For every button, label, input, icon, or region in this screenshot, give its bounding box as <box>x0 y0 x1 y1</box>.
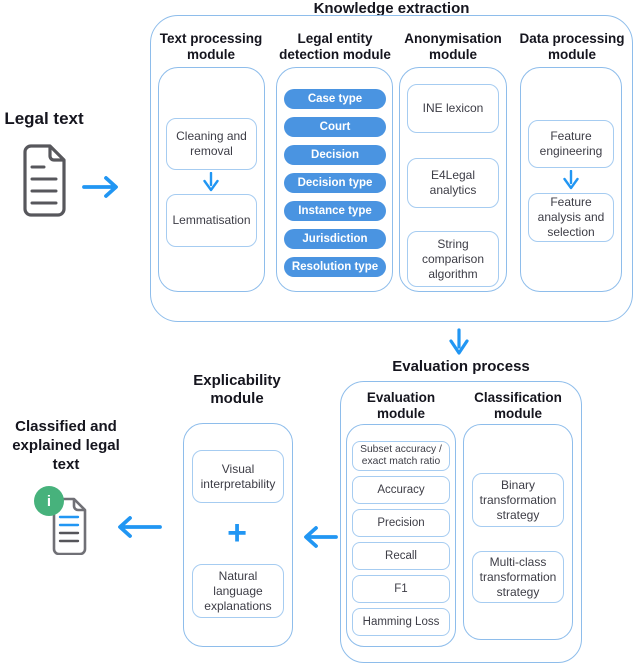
component-ine-lexicon: INE lexicon <box>407 84 499 133</box>
metric-hamming-loss: Hamming Loss <box>352 608 450 636</box>
step-feature-analysis-selection: Feature analysis and selection <box>528 193 614 242</box>
arrow-down-icon <box>203 172 219 192</box>
text-processing-module-title: Text processing module <box>159 31 263 63</box>
metric-f1: F1 <box>352 575 450 603</box>
metric-precision: Precision <box>352 509 450 537</box>
arrow-down-icon <box>563 170 579 190</box>
arrow-right-icon <box>82 176 118 198</box>
explicability-module-title: Explicability module <box>193 372 281 407</box>
data-processing-module-title: Data processing module <box>519 31 625 63</box>
entity-pill: Resolution type <box>284 257 386 277</box>
entity-pill: Court <box>284 117 386 137</box>
component-natural-language-explanations: Natural language explanations <box>192 564 284 618</box>
evaluation-process-title: Evaluation process <box>392 358 530 375</box>
legal-text-label: Legal text <box>4 109 84 128</box>
info-badge: i <box>34 486 64 516</box>
metric-recall: Recall <box>352 542 450 570</box>
anonymisation-module-title: Anonymisation module <box>404 31 502 63</box>
knowledge-extraction-title: Knowledge extraction <box>313 0 470 17</box>
document-icon <box>23 144 66 217</box>
arrow-left-icon <box>304 526 338 548</box>
component-visual-interpretability: Visual interpretability <box>192 450 284 503</box>
entity-pill: Decision <box>284 145 386 165</box>
entity-pill: Instance type <box>284 201 386 221</box>
metric-accuracy: Accuracy <box>352 476 450 504</box>
component-e4legal-analytics: E4Legal analytics <box>407 158 499 208</box>
step-feature-engineering: Feature engineering <box>528 120 614 168</box>
metric-subset-accuracy: Subset accuracy / exact match ratio <box>352 441 450 471</box>
legal-entity-detection-module-title: Legal entity detection module <box>279 31 391 63</box>
evaluation-module-title: Evaluation module <box>366 390 436 422</box>
classified-text-label: Classified and explained legal text <box>12 418 120 473</box>
classification-module-box <box>463 424 573 640</box>
plus-icon: + <box>227 514 247 552</box>
strategy-multiclass-transformation: Multi-class transformation strategy <box>472 551 564 603</box>
component-string-comparison: String comparison algorithm <box>407 231 499 287</box>
strategy-binary-transformation: Binary transformation strategy <box>472 473 564 527</box>
text-processing-module-box <box>158 67 265 292</box>
arrow-left-icon <box>118 516 162 538</box>
classification-module-title: Classification module <box>474 390 562 422</box>
entity-pill: Jurisdiction <box>284 229 386 249</box>
entity-pill: Decision type <box>284 173 386 193</box>
step-cleaning-and-removal: Cleaning and removal <box>166 118 257 170</box>
entity-pill: Case type <box>284 89 386 109</box>
arrow-down-icon <box>449 328 469 355</box>
step-lemmatisation: Lemmatisation <box>166 194 257 247</box>
